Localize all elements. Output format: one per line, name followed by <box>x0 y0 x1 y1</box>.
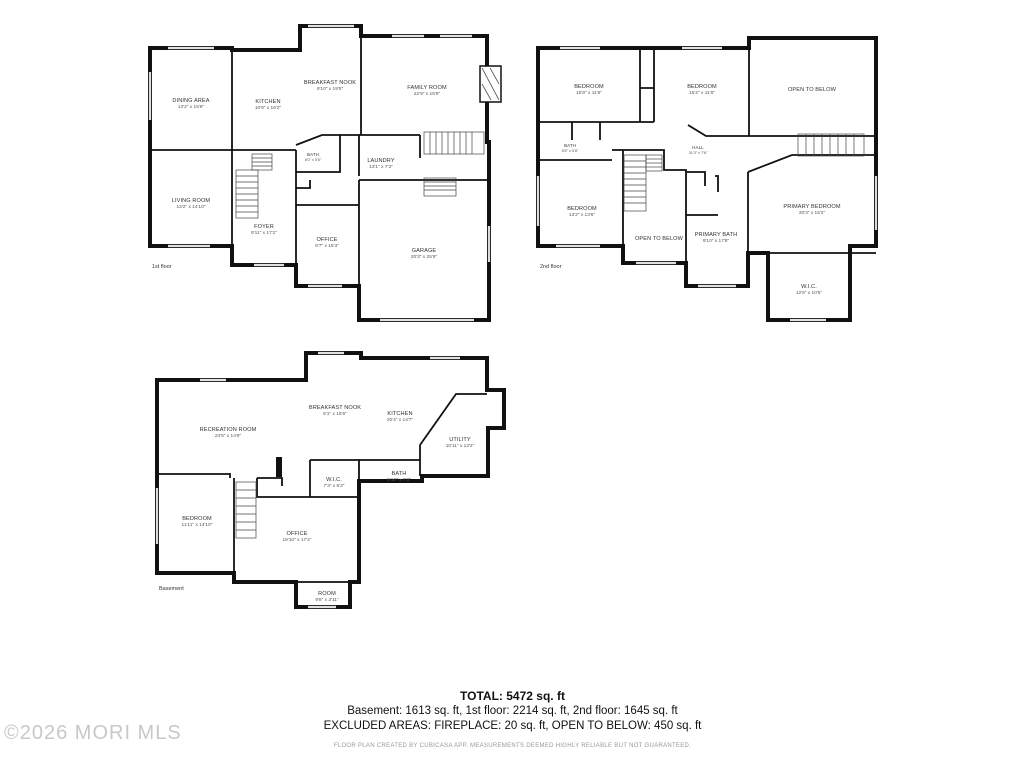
basement-rec-dims: 24'5" x 14'9" <box>215 433 242 439</box>
first-garage-name: GARAGE <box>412 248 437 254</box>
first-floor-label: 1st floor <box>152 264 172 270</box>
second-hall-dims: 31'3" x 7'6" <box>689 151 708 155</box>
basement-kitchen-name: KITCHEN <box>387 411 412 417</box>
second-floor-label: 2nd floor <box>540 264 562 270</box>
basement-office-name: OFFICE <box>286 531 307 537</box>
basement-wic-name: W.I.C. <box>326 477 342 483</box>
basement-nook-name: BREAKFAST NOOK <box>309 405 361 411</box>
second-pbed-name: PRIMARY BEDROOM <box>783 204 840 210</box>
total-area: TOTAL: 5472 sq. ft <box>460 689 565 703</box>
first-family-dims: 22'9" x 15'9" <box>414 91 441 97</box>
first-living-name: LIVING ROOM <box>172 198 211 204</box>
first-kitchen-dims: 10'9" x 16'2" <box>255 105 282 111</box>
second-bed2-dims: 15'2" x 11'6" <box>689 90 715 96</box>
basement-bath-name: BATH <box>392 471 407 477</box>
basement-bath-dims: 9'10" x 7'3" <box>387 477 411 483</box>
second-wic-name: W.I.C. <box>801 284 817 290</box>
basement-room-dims: 9'8" x 3'11" <box>315 597 339 603</box>
basement-utility-dims: 10'11" x 13'2" <box>446 443 475 449</box>
second-bath-dims: 5'6" x 5'8" <box>562 149 579 153</box>
second-pbed-dims: 20'3" x 15'2" <box>799 210 826 216</box>
second-floor-plan: BEDROOM 15'8" x 11'6" BEDROOM 15'2" x 11… <box>536 36 878 322</box>
basement-room-name: ROOM <box>318 591 336 597</box>
first-laundry-dims: 13'1" x 7'3" <box>369 164 393 170</box>
first-dining-dims: 13'2" x 15'9" <box>178 104 205 110</box>
second-pbath-dims: 9'10" x 17'8" <box>703 238 730 244</box>
first-garage-dims: 20'3" x 25'9" <box>411 254 438 260</box>
second-pbath-name: PRIMARY BATH <box>695 232 738 238</box>
first-kitchen-name: KITCHEN <box>255 99 280 105</box>
basement-wic-dims: 7'3" x 6'2" <box>324 483 345 489</box>
first-bath-name: BATH <box>307 152 319 157</box>
second-otb1-name: OPEN TO BELOW <box>788 87 837 93</box>
first-laundry-name: LAUNDRY <box>367 158 394 164</box>
floor-area-breakdown: Basement: 1613 sq. ft, 1st floor: 2214 s… <box>347 705 678 717</box>
first-office-name: OFFICE <box>316 237 337 243</box>
basement-kitchen-dims: 20'4" x 14'7" <box>387 417 414 423</box>
first-bath-dims: 6'0" x 5'6" <box>305 158 322 162</box>
basement-bed-dims: 11'11" x 14'10" <box>182 522 213 528</box>
second-bed1-name: BEDROOM <box>574 84 604 90</box>
first-nook-name: BREAKFAST NOOK <box>304 80 356 86</box>
first-dining-name: DINING AREA <box>172 98 209 104</box>
basement-plan: BREAKFAST NOOK 8'1" x 16'6" KITCHEN 20'4… <box>155 351 506 609</box>
basement-nook-dims: 8'1" x 16'6" <box>323 411 347 417</box>
first-office-dims: 9'7" x 15'3" <box>315 243 339 249</box>
basement-bed-name: BEDROOM <box>182 516 212 522</box>
first-foyer-name: FOYER <box>254 224 274 230</box>
second-wic-dims: 12'8" x 10'5" <box>796 290 823 296</box>
basement-office-dims: 19'10" x 17'4" <box>283 537 312 543</box>
first-foyer-dims: 9'11" x 17'1" <box>251 230 277 236</box>
second-bed2-name: BEDROOM <box>687 84 717 90</box>
basement-label: Basement <box>159 586 184 592</box>
mls-watermark: ©2026 MORI MLS <box>4 722 182 744</box>
second-bath-name: BATH <box>564 143 576 148</box>
first-family-name: FAMILY ROOM <box>407 85 447 91</box>
second-bed3-dims: 13'2" x 13'6" <box>569 212 596 218</box>
second-otb2-name: OPEN TO BELOW <box>635 236 684 242</box>
excluded-areas: EXCLUDED AREAS: FIREPLACE: 20 sq. ft, OP… <box>323 720 702 732</box>
first-floor-plan: DINING AREA 13'2" x 15'9" KITCHEN 10'9" … <box>148 24 502 322</box>
basement-rec-name: RECREATION ROOM <box>200 427 257 433</box>
second-bed1-dims: 15'8" x 11'6" <box>576 90 602 96</box>
disclaimer-text: FLOOR PLAN CREATED BY CUBICASA APP. MEAS… <box>333 743 692 749</box>
first-nook-dims: 9'10" x 19'5" <box>317 86 344 92</box>
basement-utility-name: UTILITY <box>449 437 471 443</box>
first-living-dims: 13'2" x 14'10" <box>177 204 206 210</box>
second-bed3-name: BEDROOM <box>567 206 597 212</box>
second-hall-name: HALL <box>692 145 704 150</box>
